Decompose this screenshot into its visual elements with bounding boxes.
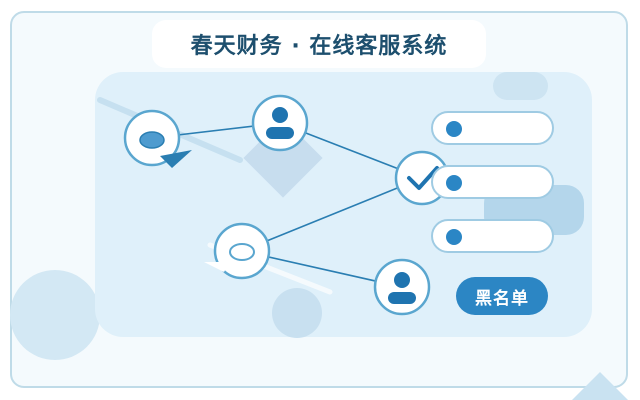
list-item[interactable] [431, 111, 554, 145]
chat-bubble-node-bottom[interactable] [204, 222, 271, 280]
deco-circle-left [10, 270, 100, 360]
checkmark-icon [407, 166, 439, 190]
user-icon [266, 107, 294, 139]
user-icon [388, 272, 416, 304]
page-title: 春天财务 · 在线客服系统 [190, 34, 448, 59]
list-item[interactable] [431, 165, 554, 199]
deco-triangle-corner [572, 372, 628, 400]
chat-bubble-icon [139, 131, 165, 149]
chat-bubble-icon [229, 243, 255, 261]
list-item-label [473, 232, 540, 242]
chat-bubble-node-top[interactable] [123, 109, 192, 168]
bullet-dot-icon [446, 175, 462, 191]
list-item[interactable] [431, 219, 554, 253]
user-node-bottom[interactable] [373, 258, 431, 316]
list-item-label [473, 124, 540, 134]
bullet-dot-icon [446, 121, 462, 137]
bullet-dot-icon [446, 229, 462, 245]
deco-circle-small [272, 288, 322, 338]
title-bar: 春天财务 · 在线客服系统 [152, 20, 486, 68]
list-item-label [473, 178, 540, 188]
blacklist-button[interactable]: 黑名单 [456, 277, 548, 315]
deco-pill-top-right [493, 72, 548, 100]
user-node-top[interactable] [251, 94, 309, 152]
link-verify-chat-bottom [241, 177, 423, 252]
